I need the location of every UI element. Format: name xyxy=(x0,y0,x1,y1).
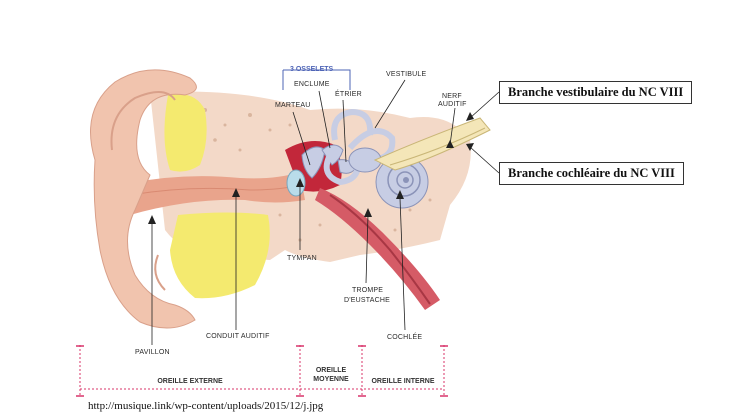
nerve-label-line1: NERF xyxy=(442,93,462,100)
vestibular-branch-callout: Branche vestibulaire du NC VIII xyxy=(499,81,693,104)
eustachian-tube-shape xyxy=(315,188,440,310)
source-url: http://musique.link/wp-content/uploads/2… xyxy=(88,400,324,412)
cochlea-label: COCHLÉE xyxy=(387,334,423,341)
malleus-label: MARTEAU xyxy=(275,102,311,109)
eardrum-shape xyxy=(286,169,306,197)
middle-ear-label-line1: OREILLE xyxy=(315,367,347,374)
middle-ear-label-line2: MOYENNE xyxy=(313,376,349,383)
region-ticks xyxy=(76,345,448,397)
pinna xyxy=(90,69,197,329)
vestibule-label: VESTIBULE xyxy=(386,71,427,78)
ear-canal-label: CONDUIT AUDITIF xyxy=(206,333,270,340)
region-markers xyxy=(79,345,445,396)
nerve-label-line2: AUDITIF xyxy=(438,101,467,108)
eustachian-label-line1: TROMPE xyxy=(352,287,384,294)
ossicles-shape xyxy=(301,144,357,179)
middle-ear-region-label: OREILLE MOYENNE xyxy=(302,366,360,384)
stapes-label: ÉTRIER xyxy=(335,91,362,98)
inner-ear-region-label: OREILLE INTERNE xyxy=(371,378,435,385)
cartilage-upper xyxy=(164,94,207,172)
ossicles-group-label: 3 OSSELETS xyxy=(290,66,334,73)
eustachian-label-line2: D'EUSTACHE xyxy=(344,297,390,304)
cartilage-lower xyxy=(170,212,270,299)
pinna-label: PAVILLON xyxy=(135,349,170,356)
ear-canal xyxy=(120,172,305,215)
ossicles-bracket xyxy=(282,69,351,90)
eardrum-label: TYMPAN xyxy=(287,255,317,262)
leader-lines xyxy=(151,79,500,345)
auditory-nerve-shape xyxy=(373,117,491,171)
arrowheads xyxy=(148,112,474,224)
outer-ear-region-label: OREILLE EXTERNE xyxy=(157,378,223,385)
cochlear-branch-callout: Branche cochléaire du NC VIII xyxy=(499,162,684,185)
incus-label: ENCLUME xyxy=(294,81,330,88)
